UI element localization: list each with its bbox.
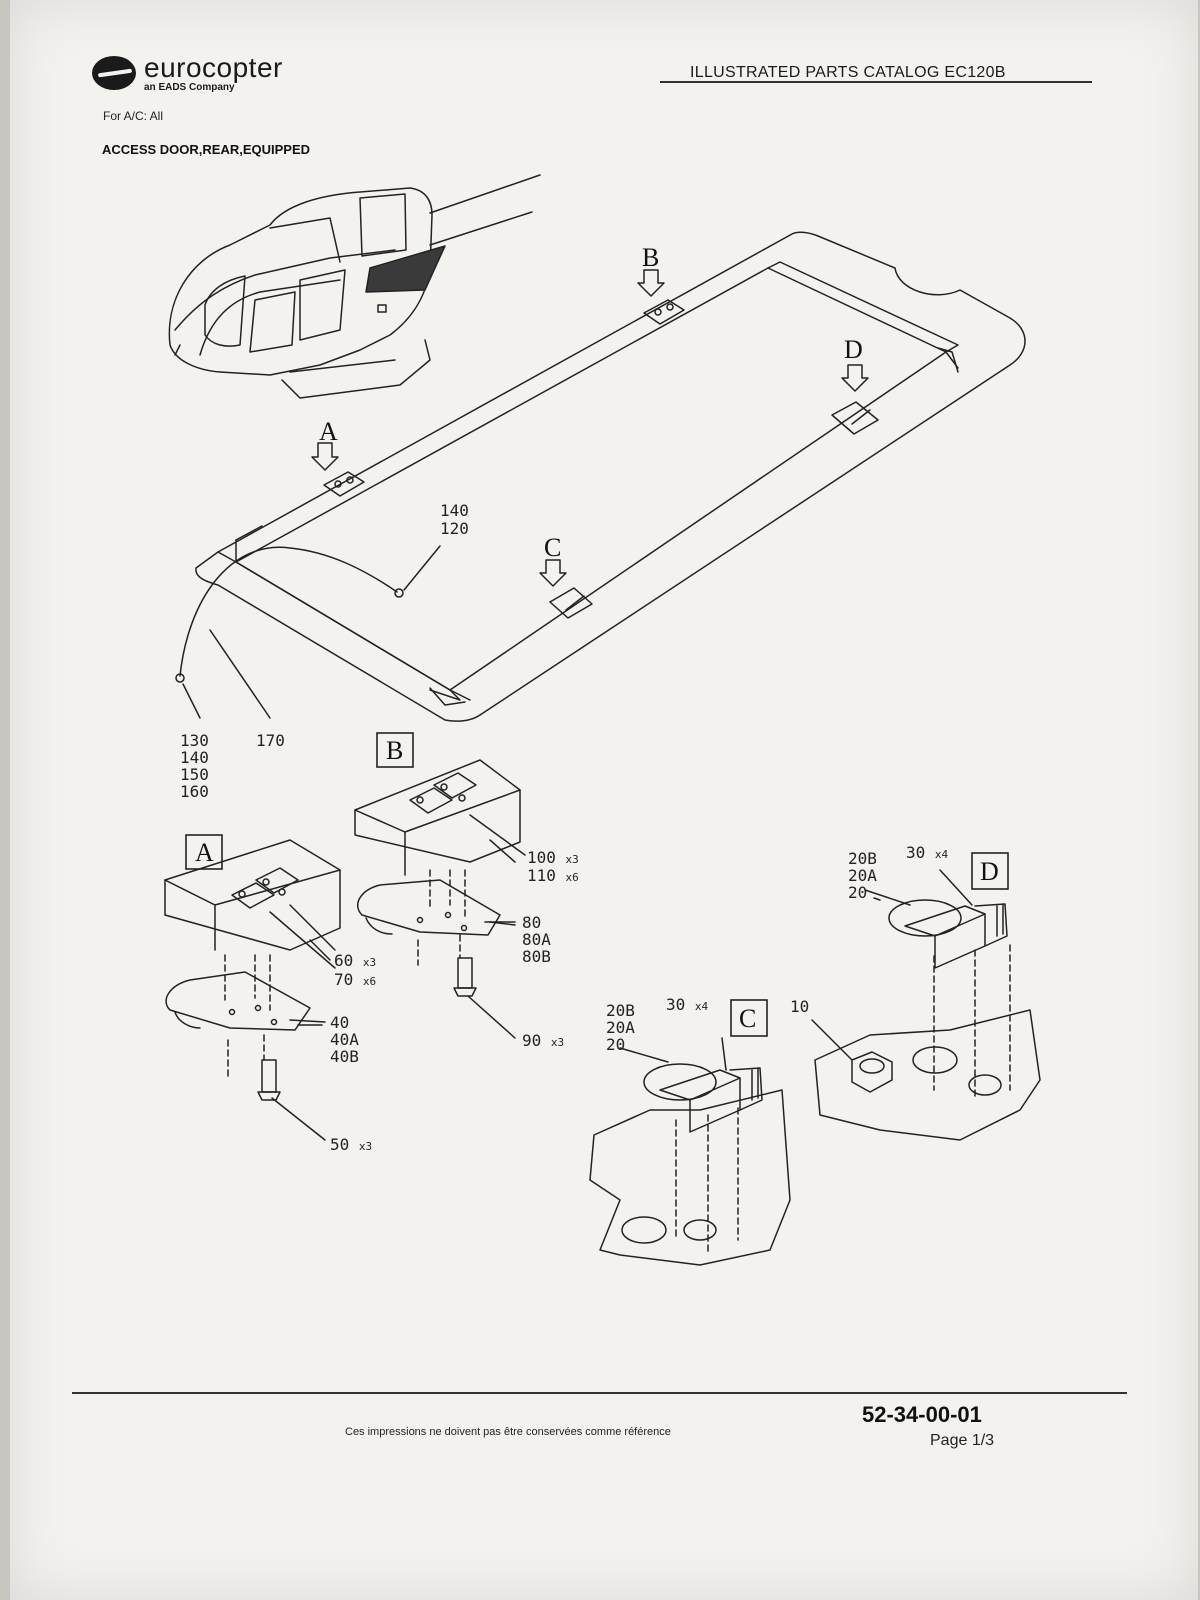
callout-150: 150 xyxy=(180,765,209,784)
callout-140-top: 140 xyxy=(440,501,469,520)
eurocopter-logo-icon xyxy=(92,56,136,90)
lanyard-cable xyxy=(175,545,441,719)
arrow-label-c: C xyxy=(544,533,561,562)
detail-d-latch-assembly xyxy=(811,869,1041,1141)
frame-fitting-a xyxy=(323,471,365,497)
callout-d-20a: 20A xyxy=(848,866,877,885)
callout-d-20b: 20B xyxy=(848,849,877,868)
callout-130: 130 xyxy=(180,731,209,750)
view-label-b: B xyxy=(386,736,403,765)
callout-60: 60 x3 xyxy=(334,951,376,970)
access-door-frame xyxy=(195,231,1026,722)
callout-100: 100 x3 xyxy=(527,848,579,867)
footer-rule xyxy=(72,1392,1127,1394)
arrow-label-a: A xyxy=(319,417,338,446)
callout-40b: 40B xyxy=(330,1047,359,1066)
view-box-d: D xyxy=(971,852,1009,890)
callout-c-20a: 20A xyxy=(606,1018,635,1037)
catalog-title: ILLUSTRATED PARTS CATALOG EC120B xyxy=(690,64,1006,81)
figure-title: ACCESS DOOR,REAR,EQUIPPED xyxy=(102,142,311,157)
view-label-c: C xyxy=(739,1004,756,1033)
callout-140-bottom: 140 xyxy=(180,748,209,767)
header-rule xyxy=(660,81,1092,83)
callout-160: 160 xyxy=(180,782,209,801)
page-number: Page 1/3 xyxy=(930,1432,995,1449)
callout-50: 50 x3 xyxy=(330,1135,372,1154)
arrow-label-d: D xyxy=(844,335,863,364)
view-box-a: A xyxy=(185,834,223,870)
frame-latch-d xyxy=(831,401,879,435)
document-number: 52-34-00-01 xyxy=(862,1402,982,1427)
footer-disclaimer: Ces impressions ne doivent pas être cons… xyxy=(345,1426,671,1438)
arrow-label-b: B xyxy=(642,243,659,272)
callout-90: 90 x3 xyxy=(522,1031,564,1050)
callout-c-20: 20 xyxy=(606,1035,625,1054)
helicopter-overview-illustration xyxy=(168,174,541,399)
view-arrow-b xyxy=(637,269,665,297)
aircraft-applicability: For A/C: All xyxy=(103,109,164,123)
detail-a-assembly xyxy=(164,839,341,1141)
callout-d-30: 30 x4 xyxy=(906,843,949,862)
view-arrow-d xyxy=(841,364,869,392)
frame-latch-c xyxy=(549,587,593,619)
callout-10: 10 xyxy=(790,997,809,1016)
detail-c-latch-assembly xyxy=(589,1037,791,1266)
brand-subtitle: an EADS Company xyxy=(144,82,235,93)
view-label-a: A xyxy=(195,838,214,867)
callout-70: 70 x6 xyxy=(334,970,376,989)
callout-110: 110 x6 xyxy=(527,866,579,885)
view-arrow-c xyxy=(539,559,567,587)
callout-80a: 80A xyxy=(522,930,551,949)
view-label-d: D xyxy=(980,857,999,886)
view-box-c: C xyxy=(730,999,768,1037)
detail-b-assembly xyxy=(354,759,526,1039)
view-box-b: B xyxy=(376,732,414,768)
callout-c-20b: 20B xyxy=(606,1001,635,1020)
view-arrow-a xyxy=(311,442,339,471)
eurocopter-logo: eurocopter an EADS Company xyxy=(92,52,352,100)
frame-fitting-b xyxy=(643,299,685,325)
callout-c-30: 30 x4 xyxy=(666,995,709,1014)
callout-170: 170 xyxy=(256,731,285,750)
callout-40: 40 xyxy=(330,1013,349,1032)
callout-120: 120 xyxy=(440,519,469,538)
callout-80: 80 xyxy=(522,913,541,932)
callout-80b: 80B xyxy=(522,947,551,966)
catalog-page xyxy=(10,0,1198,1600)
callout-40a: 40A xyxy=(330,1030,359,1049)
brand-name: eurocopter xyxy=(144,52,283,83)
callout-d-20: 20 xyxy=(848,883,867,902)
